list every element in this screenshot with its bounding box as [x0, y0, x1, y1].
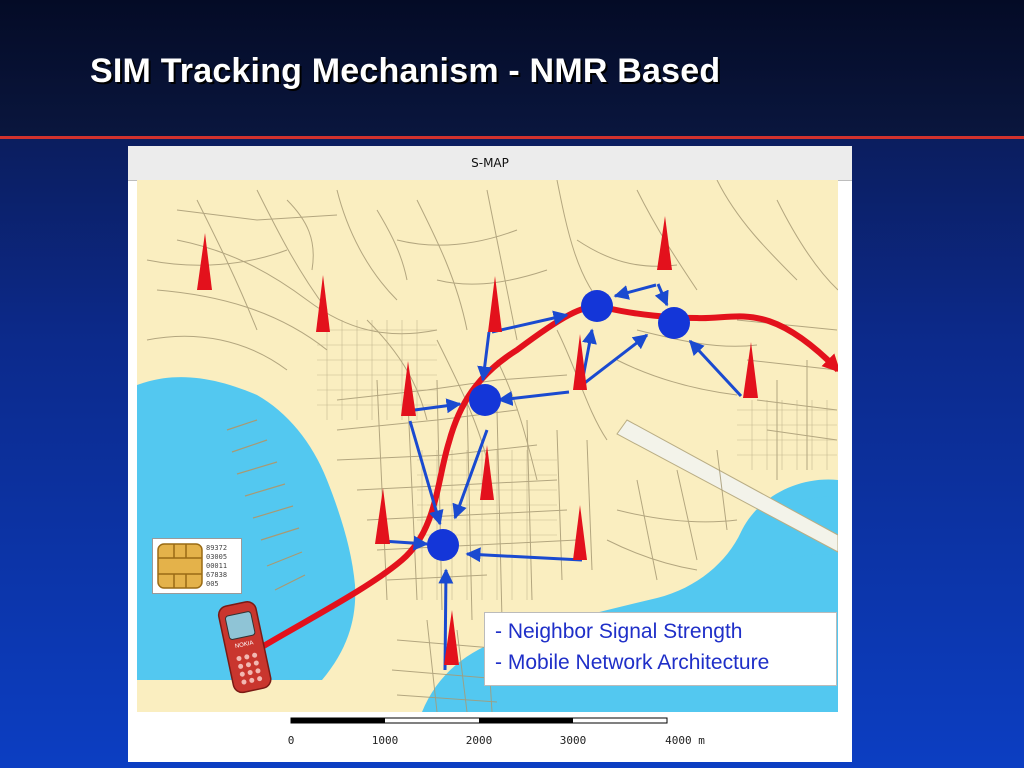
scale-label-1000: 1000	[371, 734, 399, 747]
scale-label-0: 0	[287, 734, 295, 747]
water-east-channel	[741, 496, 838, 575]
info-box: - Neighbor Signal Strength - Mobile Netw…	[484, 612, 837, 686]
tower-icon	[197, 233, 212, 290]
mobile-track-path	[245, 303, 838, 659]
phone-brand-label: NOKIA	[235, 640, 255, 650]
sim-digits-line: 03005	[206, 553, 228, 561]
tower-icon	[401, 361, 416, 416]
tower-icon	[316, 275, 330, 332]
sim-digits-line: 00011	[206, 562, 228, 570]
tower-icon	[743, 342, 758, 398]
tower-icon	[573, 505, 587, 560]
map-titlebar: S-MAP	[128, 146, 852, 181]
tower-icon	[488, 276, 502, 332]
slide-header: SIM Tracking Mechanism - NMR Based	[0, 0, 1024, 136]
sim-digits-line: 89372	[206, 544, 228, 552]
sim-digits-line: 005	[206, 580, 219, 588]
map-scale-bar: 0 1000 2000 3000 4000 m	[137, 712, 838, 756]
map-title: S-MAP	[471, 156, 509, 170]
tower-icon	[444, 610, 459, 665]
water-west-bay	[137, 377, 356, 680]
runway	[616, 419, 838, 553]
sim-digits-line: 67838	[206, 571, 228, 579]
scale-bar-graphic	[290, 717, 668, 724]
tower-icon	[375, 488, 390, 544]
tower-icon	[657, 216, 672, 270]
sim-card-icon: 89372 03005 00011 67838 005	[152, 538, 242, 594]
sim-number: 89372 03005 00011 67838 005	[206, 544, 227, 589]
network-node	[581, 290, 613, 322]
slide-title: SIM Tracking Mechanism - NMR Based	[90, 52, 721, 90]
sim-chip-icon	[157, 543, 203, 589]
mobile-phone-icon: NOKIA	[217, 601, 272, 694]
scale-label-3000: 3000	[559, 734, 587, 747]
scale-label-2000: 2000	[465, 734, 493, 747]
cell-tower-group	[197, 216, 758, 665]
pier-group	[226, 419, 306, 591]
tower-icon	[480, 445, 494, 500]
tower-icon	[573, 334, 587, 390]
network-node	[427, 529, 459, 561]
network-node-group	[427, 290, 690, 561]
info-line-neighbor-signal: - Neighbor Signal Strength	[495, 620, 743, 643]
network-node	[658, 307, 690, 339]
network-node	[469, 384, 501, 416]
header-divider	[0, 136, 1024, 139]
scale-label-4000: 4000 m	[665, 734, 705, 747]
signal-arrows	[381, 283, 743, 671]
info-line-network-architecture: - Mobile Network Architecture	[495, 651, 770, 674]
